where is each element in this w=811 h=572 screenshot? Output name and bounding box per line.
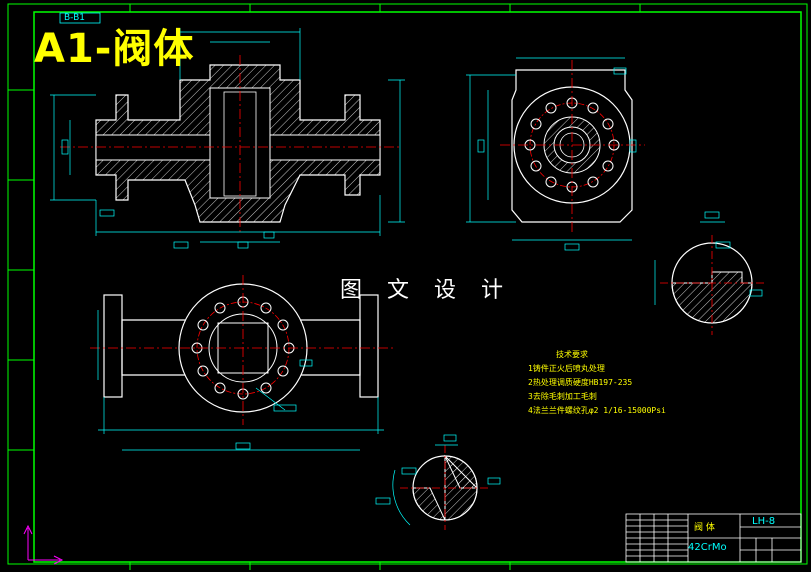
drawing-title: A1-阀体	[34, 26, 195, 72]
title-block-drawing-code: LH-8	[752, 516, 776, 527]
zone-box	[59, 12, 101, 24]
title-block	[625, 513, 802, 563]
ucs-icon	[23, 524, 64, 565]
zone-label: B-B1	[64, 13, 86, 23]
requirement-item: 1铸件正火后喷丸处理	[528, 364, 605, 373]
requirement-item: 4法兰兰件螺纹孔φ2 1/16-15000Psi	[528, 406, 666, 415]
top-view	[90, 275, 395, 451]
watermark-text: 图 文 设 计	[340, 278, 512, 303]
requirement-item: 3去除毛刺加工毛刺	[528, 392, 597, 401]
frame-ticks	[8, 4, 641, 570]
side-view	[466, 57, 645, 251]
inner-frame	[33, 11, 802, 563]
title-block-material: 42CrMo	[688, 542, 727, 553]
requirement-item: 2热处理调质硬度HB197-235	[528, 378, 633, 387]
title-block-part-name: 阀 体	[694, 523, 715, 533]
detail-view-a	[654, 211, 765, 335]
requirements-heading: 技术要求	[556, 350, 588, 359]
front-section-view	[50, 28, 405, 249]
detail-view-b	[375, 434, 501, 530]
outer-frame	[7, 3, 808, 565]
technical-requirements: 技术要求 1铸件正火后喷丸处理 2热处理调质硬度HB197-235 3去除毛刺加…	[528, 348, 666, 418]
